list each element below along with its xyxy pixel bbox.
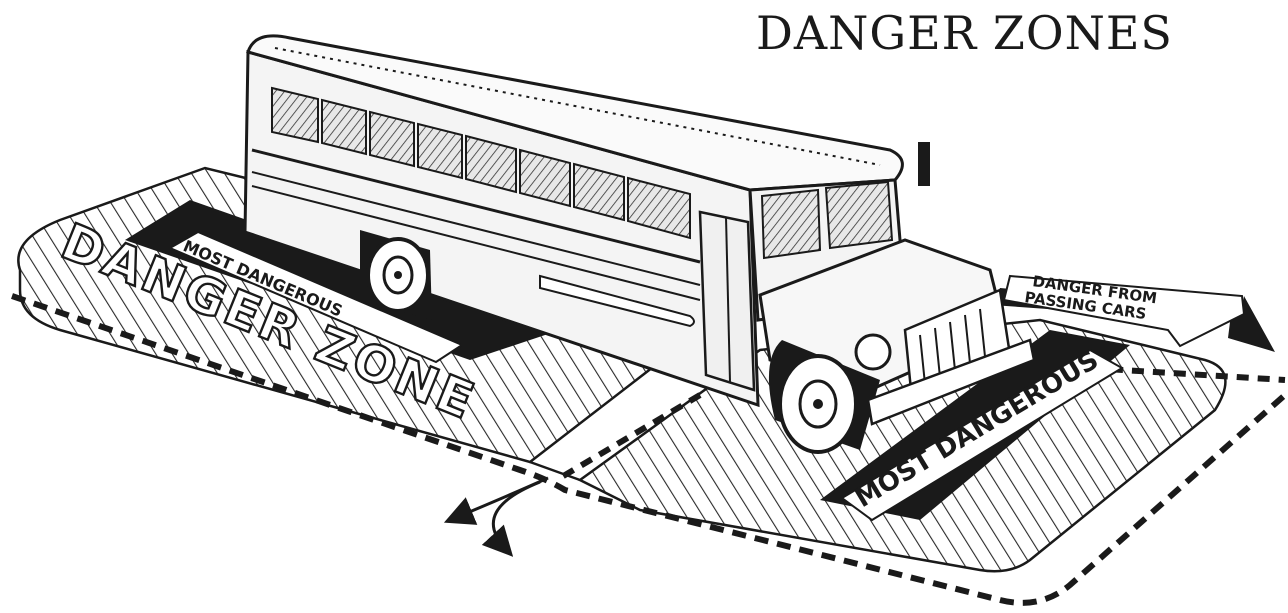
headlight <box>856 335 890 369</box>
curved-arrow-down <box>493 482 540 548</box>
side-mirror <box>918 142 930 186</box>
